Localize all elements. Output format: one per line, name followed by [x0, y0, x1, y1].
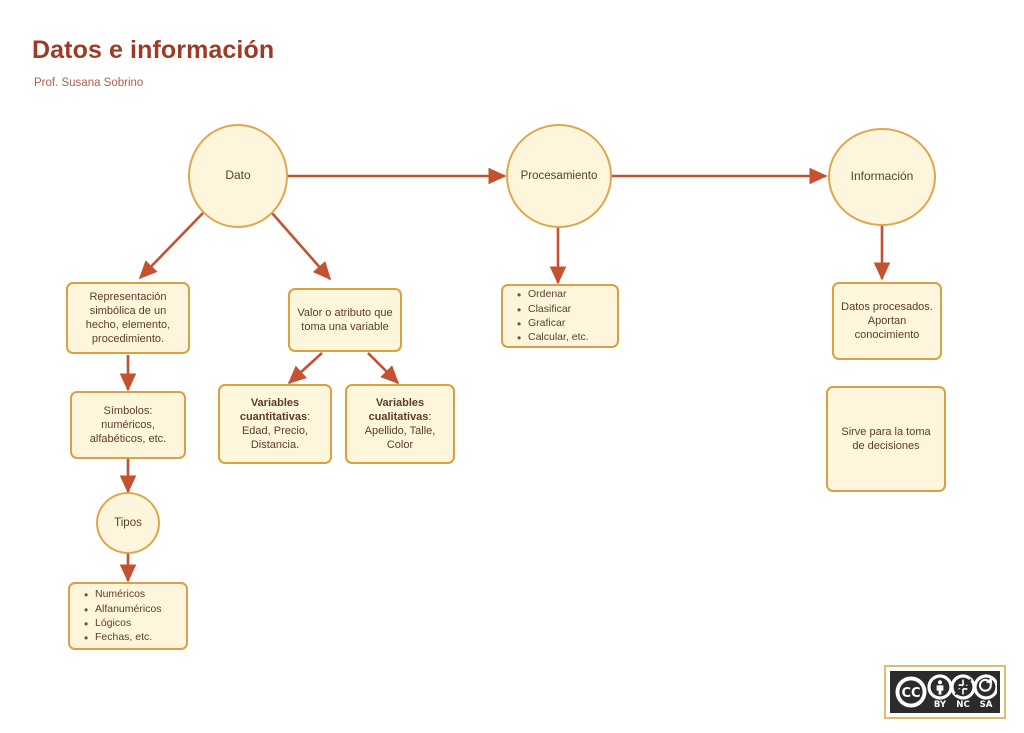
- node-simbolos-label: Símbolos: numéricos, alfabéticos, etc.: [89, 404, 167, 446]
- node-procesamiento[interactable]: Procesamiento: [506, 124, 612, 228]
- node-datos-procesados-label: Datos procesados. Aportan conocimiento: [841, 300, 933, 342]
- node-dato-label: Dato: [225, 168, 251, 183]
- cualitativas-label: Variables cualitativas: [368, 396, 429, 423]
- edge-dato-representacion: [138, 212, 204, 280]
- list-item: Clasificar: [517, 302, 589, 319]
- cuantitativas-examples: Edad, Precio, Distancia.: [241, 425, 309, 452]
- cc-sa-arrowhead: [985, 677, 993, 685]
- cualitativas-colon: :: [428, 410, 432, 423]
- node-valor-label: Valor o atributo que toma una variable: [297, 306, 393, 333]
- list-item: Calcular, etc.: [517, 330, 589, 347]
- list-item: Alfanuméricos: [84, 602, 161, 619]
- cc-term-nc: NC: [956, 700, 970, 710]
- node-variables-cuantitativas[interactable]: Variables cuantitativas: Edad, Precio, D…: [218, 384, 332, 464]
- cuantitativas-colon: :: [307, 410, 311, 423]
- node-simbolos[interactable]: Símbolos: numéricos, alfabéticos, etc.: [70, 391, 186, 459]
- cc-mark-text: CC: [901, 686, 920, 701]
- cc-by-icon: [936, 680, 944, 695]
- list-item: Graficar: [517, 316, 589, 333]
- cc-term-by: BY: [934, 700, 947, 710]
- node-valor[interactable]: Valor o atributo que toma una variable: [288, 288, 402, 352]
- cc-nc-slash: [954, 678, 972, 696]
- node-tipos-label: Tipos: [114, 516, 142, 529]
- cc-license-icon: CC: [895, 674, 997, 710]
- node-tipos-list[interactable]: Numéricos Alfanuméricos Lógicos Fechas, …: [68, 582, 188, 650]
- node-informacion[interactable]: Información: [828, 128, 936, 226]
- cuantitativas-label: Variables cuantitativas: [239, 396, 308, 423]
- node-representacion-label: Representación simbólica de un hecho, el…: [85, 290, 171, 346]
- cc-term-sa: SA: [980, 700, 993, 710]
- cualitativas-inner: Variables cualitativas: Apellido, Talle,…: [347, 396, 453, 452]
- node-dato[interactable]: Dato: [188, 124, 288, 228]
- node-informacion-label: Información: [850, 169, 914, 184]
- edge-dato-valor: [271, 212, 332, 281]
- node-procesamiento-list[interactable]: Ordenar Clasificar Graficar Calcular, et…: [501, 284, 619, 348]
- cuantitativas-inner: Variables cuantitativas: Edad, Precio, D…: [220, 396, 330, 452]
- list-item: Fechas, etc.: [84, 630, 162, 647]
- edge-valor-cuantitativas: [287, 352, 323, 385]
- tipos-list-inner: Numéricos Alfanuméricos Lógicos Fechas, …: [70, 587, 168, 648]
- node-toma-decisiones[interactable]: Sirve para la toma de decisiones: [826, 386, 946, 492]
- cc-sa-icon: [978, 678, 992, 692]
- procesamiento-list-inner: Ordenar Clasificar Graficar Calcular, et…: [503, 287, 595, 348]
- node-variables-cualitativas[interactable]: Variables cualitativas: Apellido, Talle,…: [345, 384, 455, 464]
- list-item: Ordenar: [517, 287, 589, 304]
- node-tipos[interactable]: Tipos: [96, 492, 160, 554]
- node-representacion[interactable]: Representación simbólica de un hecho, el…: [66, 282, 190, 354]
- author-line: Prof. Susana Sobrino: [34, 77, 144, 89]
- node-procesamiento-label: Procesamiento: [520, 169, 598, 182]
- procesamiento-bullet-list: Ordenar Clasificar Graficar Calcular, et…: [515, 287, 589, 348]
- tipos-bullet-list: Numéricos Alfanuméricos Lógicos Fechas, …: [82, 587, 162, 648]
- list-item: Numéricos: [84, 587, 162, 604]
- page-title: Datos e información: [32, 36, 275, 64]
- edge-valor-cualitativas: [367, 352, 400, 385]
- node-datos-procesados[interactable]: Datos procesados. Aportan conocimiento: [832, 282, 942, 360]
- creative-commons-badge[interactable]: CC: [884, 665, 1006, 719]
- cc-logo-icon: CC: [890, 671, 1000, 713]
- cualitativas-examples: Apellido, Talle, Color: [364, 425, 436, 452]
- list-item: Lógicos: [84, 616, 162, 633]
- node-toma-decisiones-label: Sirve para la toma de decisiones: [841, 425, 931, 452]
